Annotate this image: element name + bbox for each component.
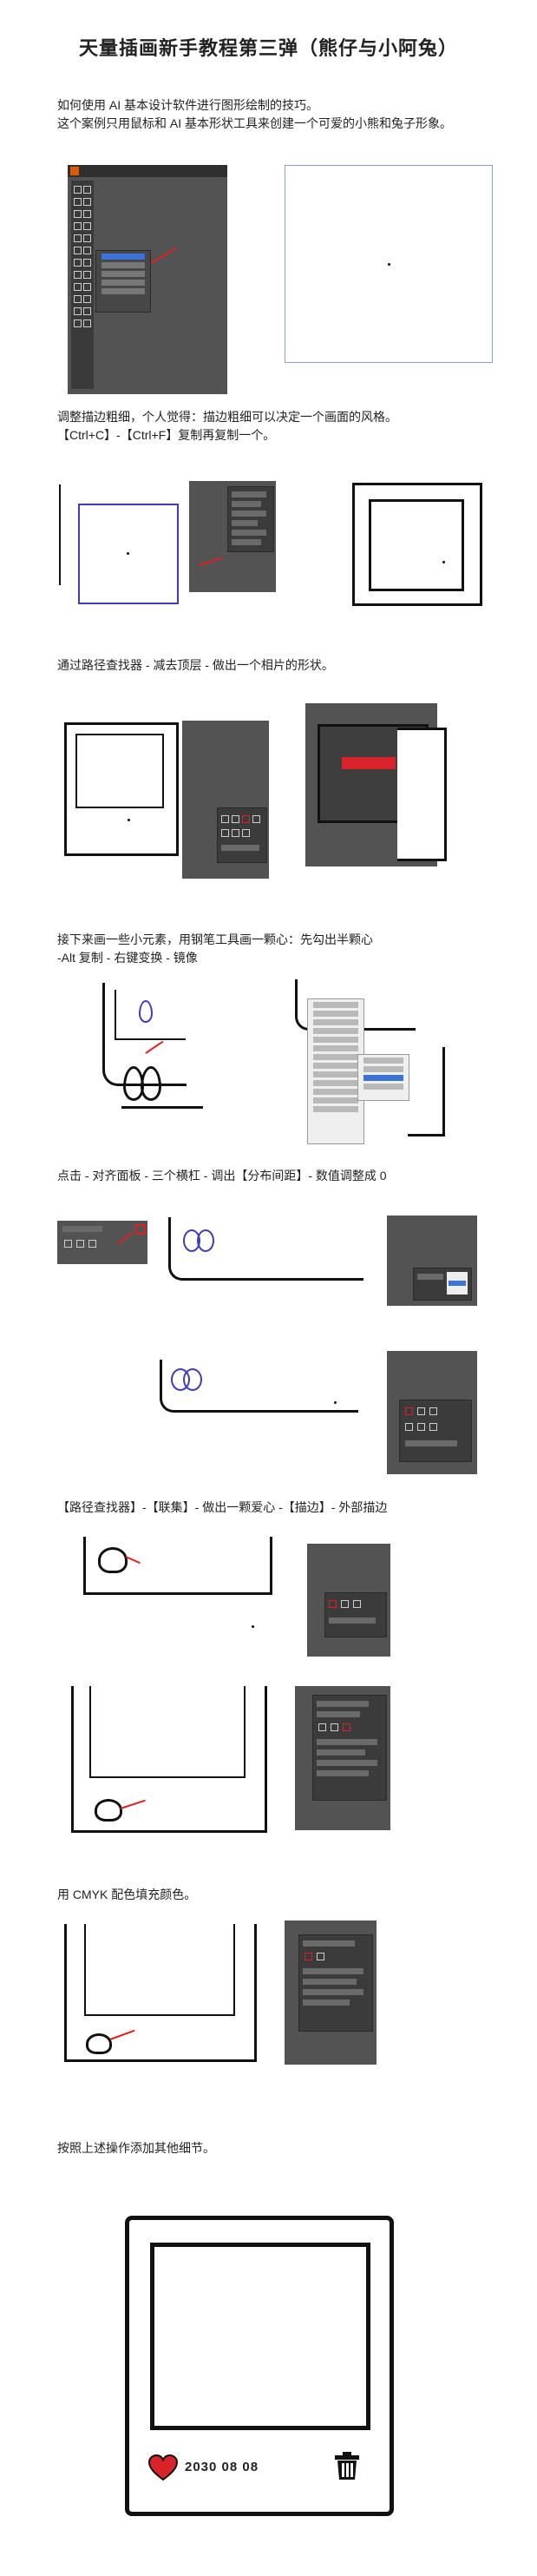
half-heart-right (141, 1066, 161, 1101)
square-shape (78, 504, 179, 604)
step-4-text: 接下来画一些小元素，用钢笔工具画一颗心：先勾出半颗心 -Alt 复制 - 右键变… (57, 932, 373, 965)
stroke-panel-screenshot (189, 481, 276, 592)
step-2-text: 调整描边粗细，个人觉得：描边粗细可以决定一个画面的风格。 【Ctrl+C】-【C… (57, 410, 397, 442)
step-7-text: 用 CMYK 配色填充颜色。 (57, 1888, 197, 1901)
transform-submenu (357, 1054, 409, 1101)
align-panel-screenshot (57, 1221, 147, 1264)
spacing-value-screenshot (387, 1351, 477, 1474)
square-copy-outer (352, 483, 482, 606)
ai-tools-screenshot (68, 165, 227, 394)
distribute-spacing-screenshot (387, 1216, 477, 1306)
half-heart-shape (139, 1000, 153, 1023)
step-6-text: 【路径查找器】-【联集】- 做出一颗爱心 -【描边】- 外部描边 (57, 1500, 388, 1514)
step-1-text: 如何使用 AI 基本设计软件进行图形绘制的技巧。 这个案例只用鼠标和 AI 基本… (57, 98, 453, 130)
context-menu (307, 998, 364, 1144)
step-3-text: 通过路径查找器 - 减去顶层 - 做出一个相片的形状。 (57, 658, 334, 672)
heart-icon (148, 2454, 178, 2480)
step-8-text: 按照上述操作添加其他细节。 (57, 2141, 215, 2155)
final-date: 2030 08 08 (185, 2460, 259, 2474)
cmyk-color-screenshot (285, 1920, 377, 2065)
unite-screenshot (307, 1544, 390, 1657)
final-photo-window (150, 2243, 370, 2430)
final-photo-frame: 2030 08 08 (125, 2216, 394, 2516)
outer-stroke-screenshot (295, 1686, 390, 1830)
page-title: 天量插画新手教程第三弹（熊仔与小阿兔） (78, 37, 458, 59)
photo-frame-shape (64, 722, 179, 856)
trash-icon (335, 2452, 359, 2480)
step-5-text: 点击 - 对齐面板 - 三个横杠 - 调出【分布间距】- 数值调整成 0 (57, 1169, 387, 1183)
artboard-empty (285, 165, 493, 363)
pathfinder-panel-screenshot (182, 721, 269, 879)
